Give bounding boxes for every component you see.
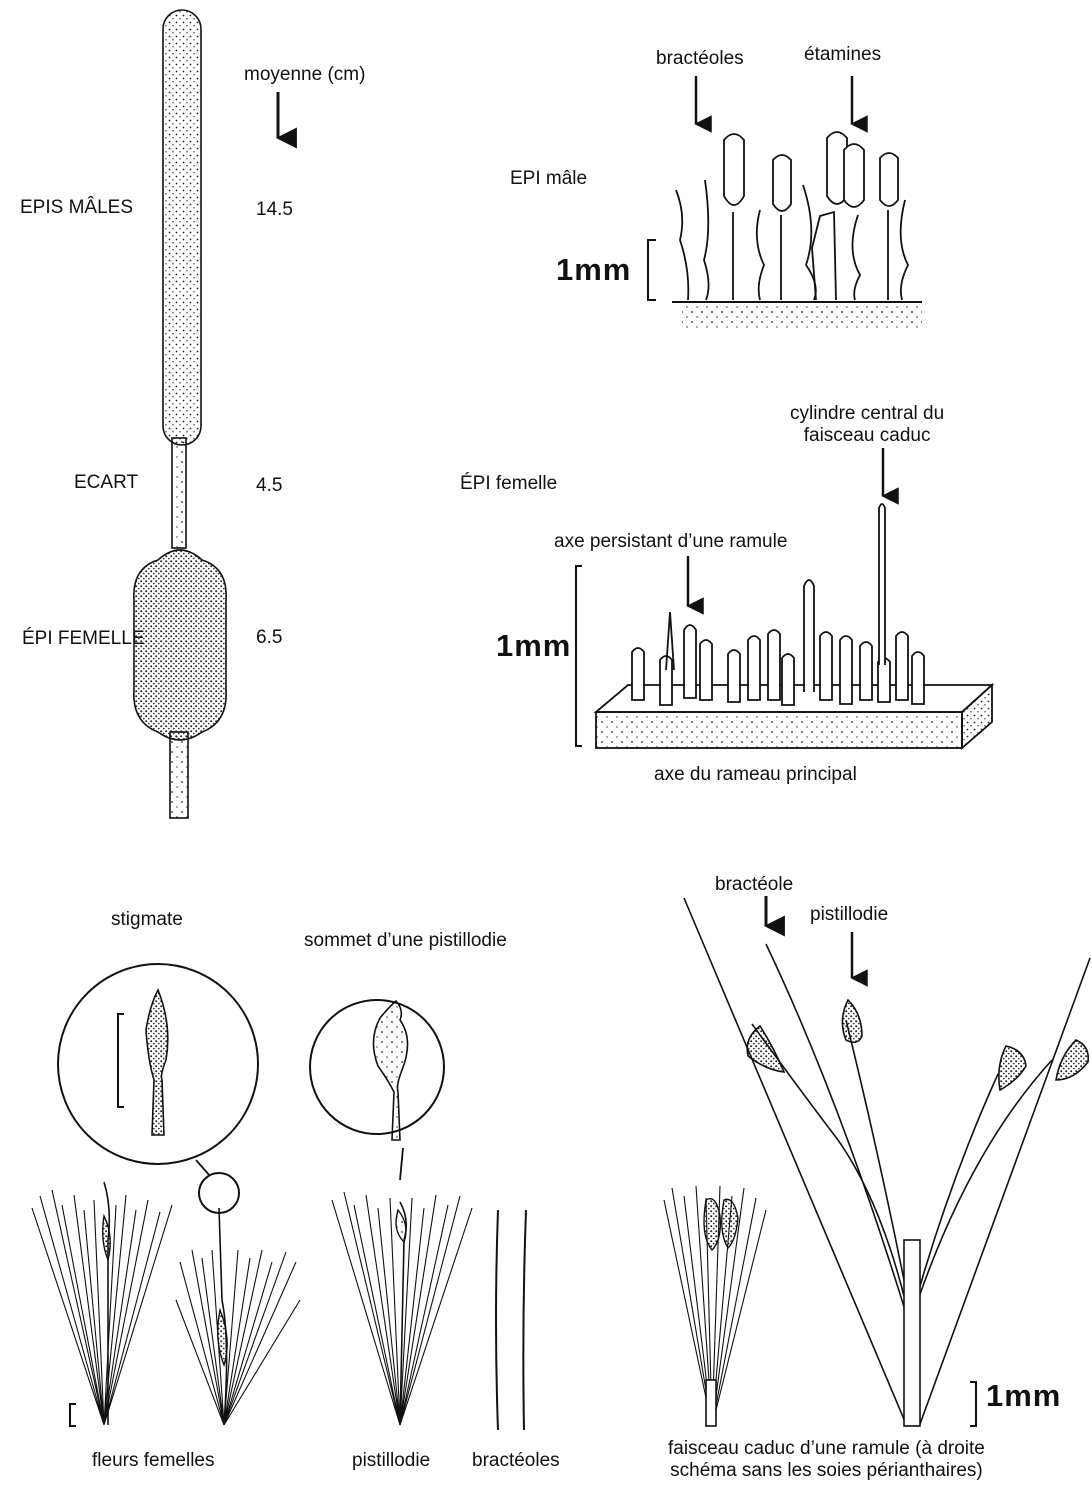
female-spike xyxy=(134,550,226,740)
female-flower-2 xyxy=(176,1208,300,1425)
flowers-drawing xyxy=(32,964,526,1430)
pistillode-magnifier xyxy=(310,1000,444,1134)
main-branch-axis-label: axe du rameau principal xyxy=(654,764,857,786)
ramule-schema xyxy=(684,898,1090,1426)
ramule-bundle xyxy=(664,1186,766,1426)
etamines-arrow-label: étamines xyxy=(804,44,881,66)
gap-value: 4.5 xyxy=(256,475,282,497)
ramule-drawing xyxy=(664,898,1090,1426)
persistent-axis-label: axe persistant d’une ramule xyxy=(554,531,787,553)
male-spike xyxy=(163,10,201,445)
female-flowers-caption: fleurs femelles xyxy=(92,1450,215,1472)
female-spike-label: ÉPI FEMELLE xyxy=(22,628,145,650)
male-spikes-label: EPIS MÂLES xyxy=(20,197,133,219)
mean-header: moyenne (cm) xyxy=(244,64,365,86)
pistillode-top-label: sommet d’une pistillodie xyxy=(304,930,507,952)
female-flower-1 xyxy=(32,1182,172,1425)
gap-label: ECART xyxy=(74,472,138,494)
gap-stalk xyxy=(172,438,186,548)
bracteole-arrow-label: bractéole xyxy=(715,874,793,896)
female-spike-title: ÉPI femelle xyxy=(460,473,557,495)
pistillode-flower xyxy=(332,1192,472,1425)
lower-stalk xyxy=(170,732,188,818)
pistillode-caption: pistillodie xyxy=(352,1450,430,1472)
bracteoles-arrow-label: bractéoles xyxy=(656,48,744,70)
male-scale-label: 1mm xyxy=(556,252,631,288)
bracteoles-drawing xyxy=(496,1210,526,1430)
female-scale-label: 1mm xyxy=(496,628,571,664)
male-spike-detail xyxy=(648,132,922,330)
ramule-caption: faisceau caduc d’une ramule (à droite sc… xyxy=(668,1438,985,1482)
pistillode-arrow-label: pistillodie xyxy=(810,904,888,926)
cattail-spike xyxy=(134,10,226,818)
stigmate-label: stigmate xyxy=(111,909,183,931)
female-spike-value: 6.5 xyxy=(256,627,282,649)
central-cylinder-label: cylindre central du faisceau caduc xyxy=(790,403,944,447)
male-spike-title: EPI mâle xyxy=(510,168,587,190)
male-spikes-value: 14.5 xyxy=(256,199,293,221)
ramule-scale-label: 1mm xyxy=(986,1378,1061,1414)
bracteoles-caption: bractéoles xyxy=(472,1450,560,1472)
